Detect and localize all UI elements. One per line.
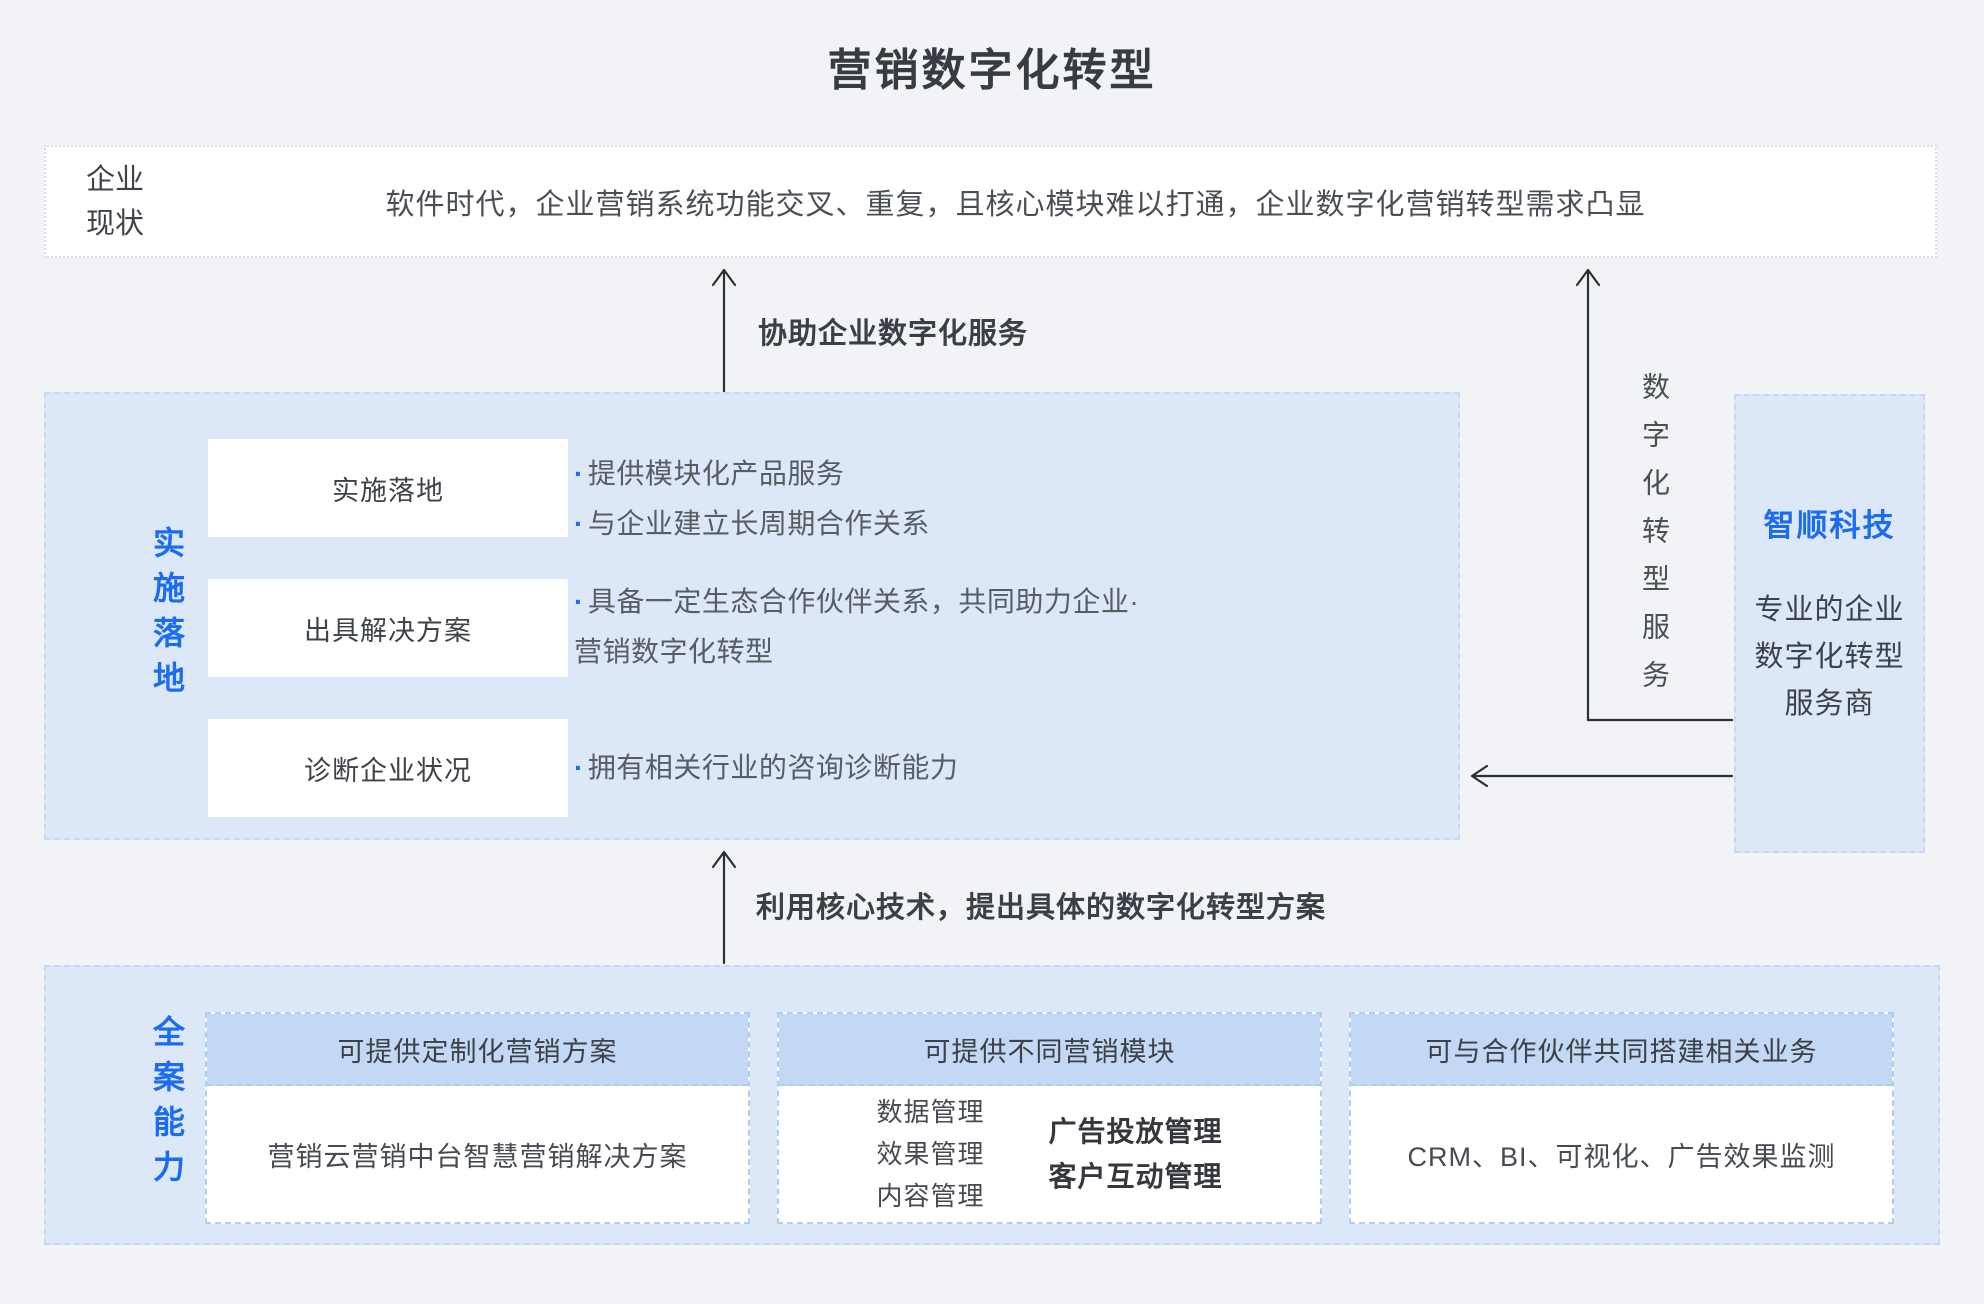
bullet-dot: ·	[574, 586, 584, 617]
current-status-label: 企业 现状	[86, 158, 206, 246]
core-tech-arrow-label: 利用核心技术，提出具体的数字化转型方案	[756, 892, 1327, 924]
arrow-assist-up	[711, 268, 737, 394]
step-bullets-solution: · 具备一定生态合作伙伴关系，共同助力企业· 营销数字化转型	[574, 577, 1139, 677]
bullet-line: · 提供模块化产品服务	[574, 449, 930, 499]
current-status-label-line1: 企业	[86, 163, 145, 196]
capability-side-label: 全案能力	[149, 1015, 185, 1195]
vendor-description-line: 服务商	[1784, 688, 1875, 720]
vendor-name: 智顺科技	[1763, 508, 1896, 543]
current-status-text: 软件时代，企业营销系统功能交叉、重复，且核心模块难以打通，企业数字化营销转型需求…	[385, 188, 1646, 221]
bullet-line: · 与企业建立长周期合作关系	[574, 499, 930, 549]
assist-arrow-label: 协助企业数字化服务	[758, 318, 1029, 350]
step-box-solution: 出具解决方案	[208, 579, 568, 677]
bullet-dot: ·	[574, 752, 584, 783]
implementation-section: 实施落地 实施落地 出具解决方案 诊断企业状况 · 提供模块化产品服务 · 与企…	[44, 392, 1460, 840]
bullet-text: 与企业建立长周期合作关系	[587, 508, 930, 539]
bullet-continuation: 营销数字化转型	[574, 627, 1139, 677]
page-title: 营销数字化转型	[827, 46, 1157, 95]
card-header: 可提供定制化营销方案	[207, 1014, 748, 1086]
step-bullets-diagnose: · 拥有相关行业的咨询诊断能力	[574, 743, 958, 793]
current-status-box: 企业 现状 软件时代，企业营销系统功能交叉、重复，且核心模块难以打通，企业数字化…	[44, 145, 1937, 258]
step-box-diagnose: 诊断企业状况	[208, 719, 568, 817]
capability-card-custom-plan: 可提供定制化营销方案 营销云营销中台智慧营销解决方案	[205, 1012, 750, 1224]
bullet-line: · 具备一定生态合作伙伴关系，共同助力企业·	[574, 577, 1139, 627]
capability-card-modules: 可提供不同营销模块 数据管理 效果管理 内容管理 广告投放管理 客户互动管理	[777, 1012, 1322, 1224]
module-column-basic: 数据管理 效果管理 内容管理	[876, 1091, 984, 1217]
vendor-description-line: 数字化转型	[1754, 641, 1905, 673]
step-box-implement: 实施落地	[208, 439, 568, 537]
module-item: 效果管理	[876, 1139, 985, 1169]
bullet-dot: ·	[574, 508, 584, 539]
card-header: 可与合作伙伴共同搭建相关业务	[1351, 1014, 1892, 1086]
bullet-text: 营销数字化转型	[574, 636, 774, 667]
vendor-box: 智顺科技 专业的企业 数字化转型 服务商	[1734, 394, 1925, 853]
module-item: 客户互动管理	[1048, 1161, 1223, 1192]
module-item: 数据管理	[876, 1097, 985, 1127]
bullet-dot: ·	[574, 458, 584, 489]
capability-card-partners: 可与合作伙伴共同搭建相关业务 CRM、BI、可视化、广告效果监测	[1349, 1012, 1894, 1224]
arrow-coretech-up	[711, 850, 737, 965]
vendor-description: 专业的企业 数字化转型 服务商	[1736, 587, 1923, 728]
bullet-text: 提供模块化产品服务	[587, 458, 845, 489]
digital-service-arrow-label: 数字化转型服务	[1639, 372, 1670, 708]
capability-section: 全案能力 可提供定制化营销方案 营销云营销中台智慧营销解决方案 可提供不同营销模…	[44, 965, 1940, 1245]
module-column-advanced: 广告投放管理 客户互动管理	[1049, 1109, 1223, 1199]
module-item: 广告投放管理	[1048, 1116, 1223, 1147]
module-item: 内容管理	[876, 1181, 985, 1211]
card-body: CRM、BI、可视化、广告效果监测	[1407, 1141, 1836, 1172]
card-body: 数据管理 效果管理 内容管理 广告投放管理 客户互动管理	[779, 1086, 1320, 1222]
vendor-description-line: 专业的企业	[1754, 594, 1905, 626]
module-columns: 数据管理 效果管理 内容管理 广告投放管理 客户互动管理	[876, 1091, 1222, 1217]
card-header: 可提供不同营销模块	[779, 1014, 1320, 1086]
card-body: 营销云营销中台智慧营销解决方案	[267, 1141, 688, 1172]
bullet-text: 具备一定生态合作伙伴关系，共同助力企业·	[587, 586, 1140, 617]
step-bullets-implement: · 提供模块化产品服务 · 与企业建立长周期合作关系	[574, 449, 930, 549]
bullet-text: 拥有相关行业的咨询诊断能力	[587, 752, 959, 783]
current-status-label-line2: 现状	[86, 207, 145, 240]
arrow-vendor-left	[1470, 764, 1734, 788]
implementation-side-label: 实施落地	[149, 526, 185, 706]
bullet-line: · 拥有相关行业的咨询诊断能力	[574, 743, 958, 793]
